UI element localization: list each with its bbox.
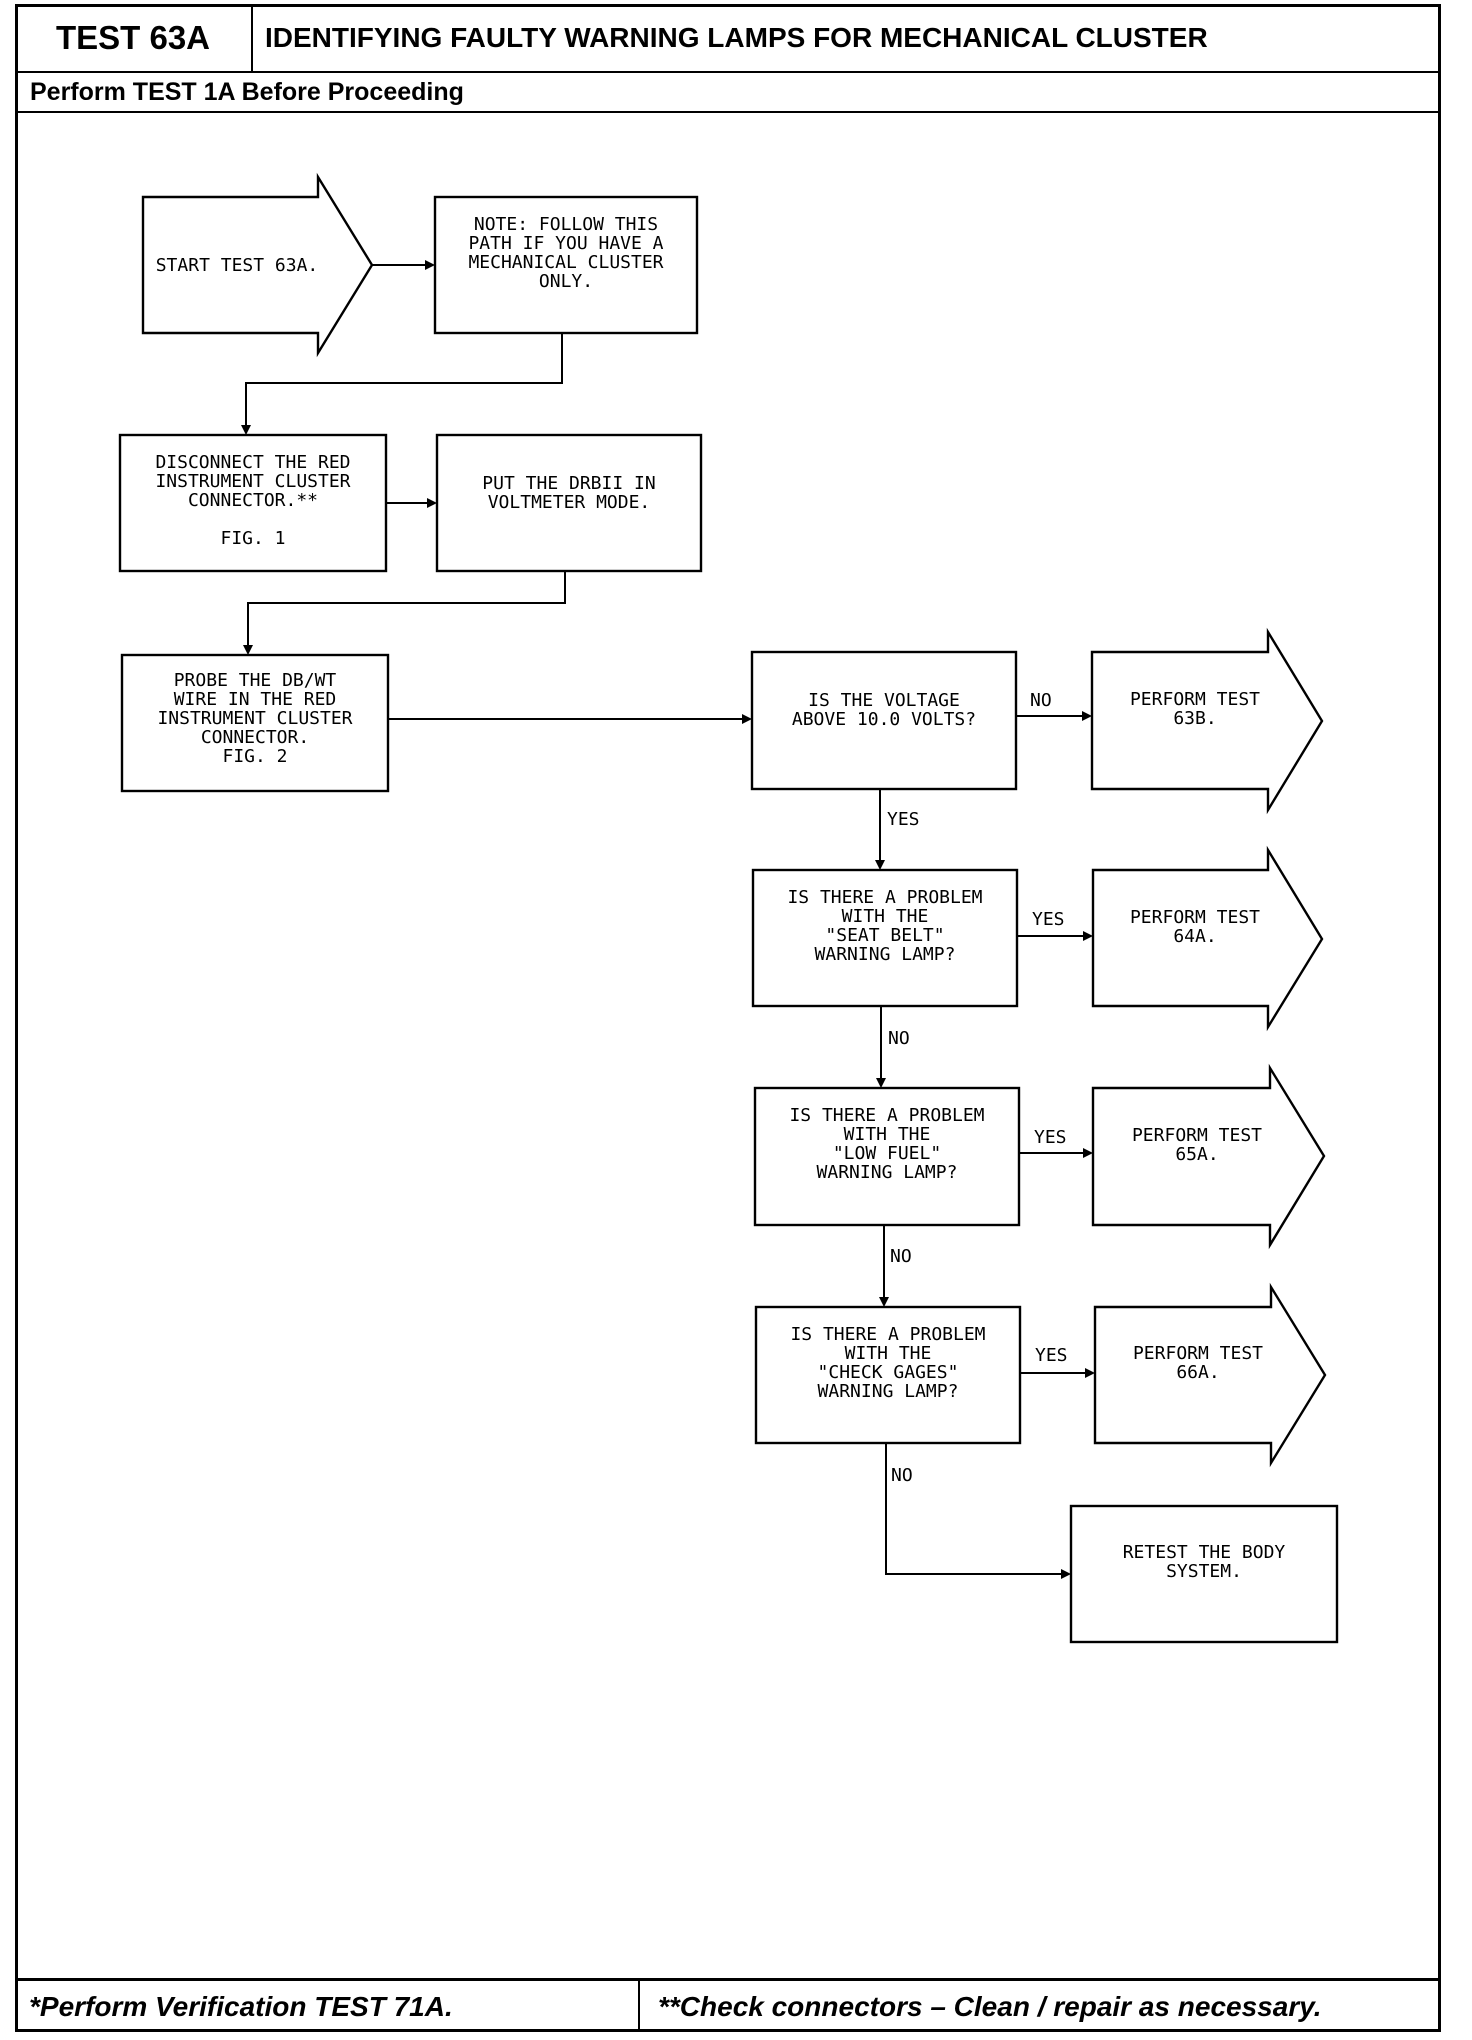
probe-step	[120, 653, 390, 793]
test-title: IDENTIFYING FAULTY WARNING LAMPS FOR MEC…	[265, 21, 1208, 53]
voltmeter-step	[435, 433, 703, 573]
seat-belt-no-label: NO	[888, 1028, 910, 1049]
voltmeter-text-line: VOLTMETER MODE.	[488, 492, 651, 513]
retest-text-line: SYSTEM.	[1166, 1561, 1242, 1582]
check-gages-question-line: IS THERE A PROBLEM	[790, 1324, 985, 1345]
low-fuel-question-line: "LOW FUEL"	[833, 1143, 941, 1164]
disconnect-text-line: CONNECTOR.**	[188, 490, 318, 511]
header-row: TEST 63A IDENTIFYING FAULTY WARNING LAMP…	[15, 4, 1441, 73]
test-id: TEST 63A	[15, 4, 253, 71]
note-text-line: MECHANICAL CLUSTER	[468, 252, 663, 273]
low-fuel-question-line: IS THERE A PROBLEM	[789, 1105, 984, 1126]
note-text-line: NOTE: FOLLOW THIS	[474, 214, 658, 235]
low-fuel-question-line: WITH THE	[844, 1124, 931, 1145]
perform-66a-arrow	[1093, 1282, 1327, 1468]
low-fuel-decision	[753, 1086, 1021, 1227]
perform-65a-arrow	[1091, 1063, 1326, 1250]
perform-64a-text-line: PERFORM TEST	[1130, 907, 1260, 928]
note-text-line: ONLY.	[539, 271, 593, 292]
connector-note: **Check connectors – Clean / repair as n…	[658, 1990, 1322, 2022]
seat-belt-decision	[751, 868, 1019, 1008]
perform-66a-text-line: 66A.	[1176, 1362, 1219, 1383]
probe-text-line: WIRE IN THE RED	[174, 689, 337, 710]
perform-63b-text-line: PERFORM TEST	[1130, 689, 1260, 710]
probe-text-line: PROBE THE DB/WT	[174, 670, 337, 691]
seat-belt-yes-label: YES	[1032, 909, 1065, 930]
check-gages-question-line: "CHECK GAGES"	[818, 1362, 959, 1383]
disconnect-text-line: DISCONNECT THE RED	[155, 452, 350, 473]
start-label: START TEST 63A.	[156, 255, 319, 276]
perform-64a-arrow	[1091, 845, 1324, 1032]
start-arrow	[141, 172, 374, 358]
probe-text-line: INSTRUMENT CLUSTER	[157, 708, 352, 729]
low-fuel-yes-label: YES	[1034, 1127, 1067, 1148]
voltage-no-label: NO	[1030, 690, 1052, 711]
low-fuel-no-label: NO	[890, 1246, 912, 1267]
footer-row: *Perform Verification TEST 71A. **Check …	[15, 1978, 1441, 2032]
perform-65a-text-line: PERFORM TEST	[1132, 1125, 1262, 1146]
prerequisite-row: Perform TEST 1A Before Proceeding	[15, 73, 1441, 113]
verification-note: *Perform Verification TEST 71A.	[15, 1981, 640, 2032]
seat-belt-question-line: "SEAT BELT"	[825, 925, 944, 946]
retest-box	[1069, 1504, 1339, 1644]
check-gages-yes-label: YES	[1035, 1345, 1068, 1366]
prerequisite-note: Perform TEST 1A Before Proceeding	[30, 77, 464, 106]
voltage-decision	[750, 650, 1018, 791]
low-fuel-question-line: WARNING LAMP?	[817, 1162, 958, 1183]
note-box	[433, 195, 699, 335]
check-gages-no-label: NO	[891, 1465, 913, 1486]
voltage-yes-label: YES	[887, 809, 920, 830]
note-text-line: PATH IF YOU HAVE A	[468, 233, 663, 254]
perform-66a-text-line: PERFORM TEST	[1133, 1343, 1263, 1364]
voltage-question-line: ABOVE 10.0 VOLTS?	[792, 709, 976, 730]
seat-belt-question-line: WITH THE	[842, 906, 929, 927]
disconnect-text-line: INSTRUMENT CLUSTER	[155, 471, 350, 492]
seat-belt-question-line: IS THERE A PROBLEM	[787, 887, 982, 908]
disconnect-text-line	[248, 509, 259, 530]
seat-belt-question-line: WARNING LAMP?	[815, 944, 956, 965]
disconnect-text-line: FIG. 1	[220, 528, 285, 549]
start-label-line: START TEST 63A.	[156, 255, 319, 276]
perform-63b-text-line: 63B.	[1173, 708, 1216, 729]
check-gages-question-line: WITH THE	[845, 1343, 932, 1364]
connectors	[241, 260, 1095, 1579]
voltage-question-line: IS THE VOLTAGE	[808, 690, 960, 711]
perform-63b-arrow	[1090, 627, 1324, 815]
probe-text-line: CONNECTOR.	[201, 727, 309, 748]
probe-text-line: FIG. 2	[222, 746, 287, 767]
check-gages-decision	[754, 1305, 1022, 1445]
voltmeter-text-line: PUT THE DRBII IN	[482, 473, 655, 494]
check-gages-question-line: WARNING LAMP?	[818, 1381, 959, 1402]
perform-64a-text-line: 64A.	[1173, 926, 1216, 947]
perform-65a-text-line: 65A.	[1175, 1144, 1218, 1165]
page-frame	[15, 4, 1441, 2032]
retest-text-line: RETEST THE BODY	[1123, 1542, 1286, 1563]
